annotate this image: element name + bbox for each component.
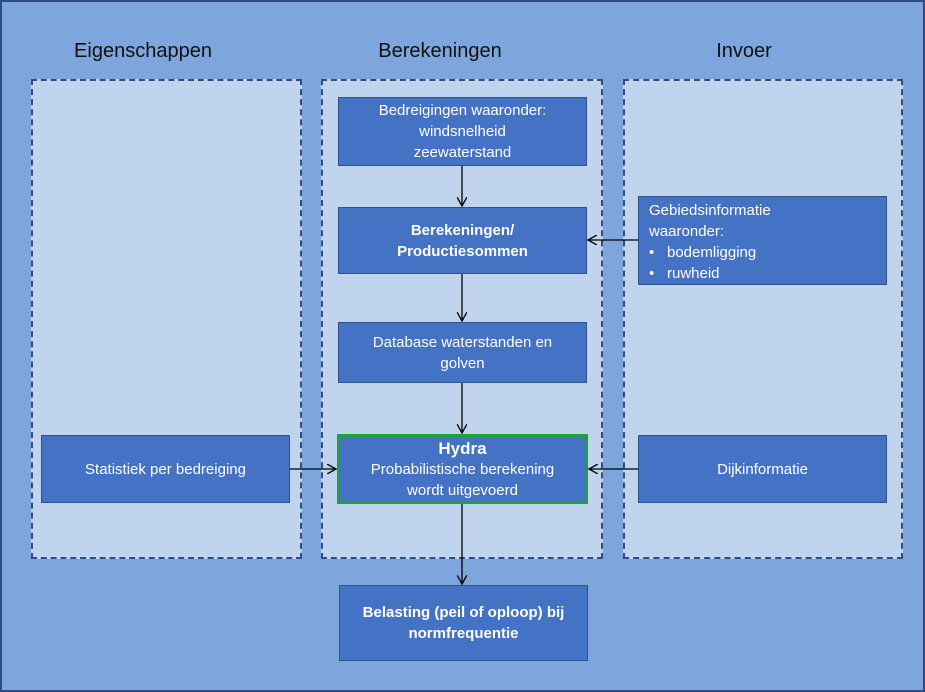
box-database-line-2: golven xyxy=(440,354,485,372)
box-result-line-2: normfrequentie xyxy=(408,625,519,642)
box-threats: Bedreigingen waaronder: windsnelheid zee… xyxy=(338,97,587,166)
box-result: Belasting (peil of oploop) bij normfrequ… xyxy=(339,585,588,661)
box-area-info-bullet-2: ruwheid xyxy=(649,263,720,284)
box-threats-line-2: windsnelheid xyxy=(419,123,506,140)
box-calculations-line-1: Berekeningen/ xyxy=(410,221,515,239)
box-calculations-line-2: Productiesommen xyxy=(397,242,528,260)
box-database-line-1: Database waterstanden en xyxy=(372,333,553,351)
box-area-info: Gebiedsinformatie waaronder: bodemliggin… xyxy=(638,196,887,285)
box-database: Database waterstanden en golven xyxy=(338,322,587,383)
box-hydra: Hydra Probabilistische berekening wordt … xyxy=(337,434,588,504)
box-statistics: Statistiek per bedreiging xyxy=(41,435,290,503)
box-dike-info: Dijkinformatie xyxy=(638,435,887,503)
column-title-invoer: Invoer xyxy=(716,40,772,62)
box-calculations: Berekeningen/ Productiesommen xyxy=(338,207,587,274)
box-dike-info-label: Dijkinformatie xyxy=(717,460,808,478)
box-threats-line-1: Bedreigingen waaronder: xyxy=(378,102,547,119)
box-result-line-1: Belasting (peil of oploop) bij xyxy=(362,604,565,621)
box-hydra-line-1: Probabilistische berekening xyxy=(370,460,555,478)
column-title-eigenschappen: Eigenschappen xyxy=(74,40,212,62)
box-hydra-line-2: wordt uitgevoerd xyxy=(407,481,518,499)
box-area-info-bullet-1: bodemligging xyxy=(649,242,756,263)
box-hydra-title: Hydra xyxy=(438,438,487,458)
column-title-berekeningen: Berekeningen xyxy=(378,40,502,62)
box-area-info-heading-2: waaronder: xyxy=(649,223,725,240)
box-statistics-label: Statistiek per bedreiging xyxy=(85,460,246,478)
box-area-info-heading-1: Gebiedsinformatie xyxy=(649,202,771,219)
box-threats-line-3: zeewaterstand xyxy=(413,144,512,161)
